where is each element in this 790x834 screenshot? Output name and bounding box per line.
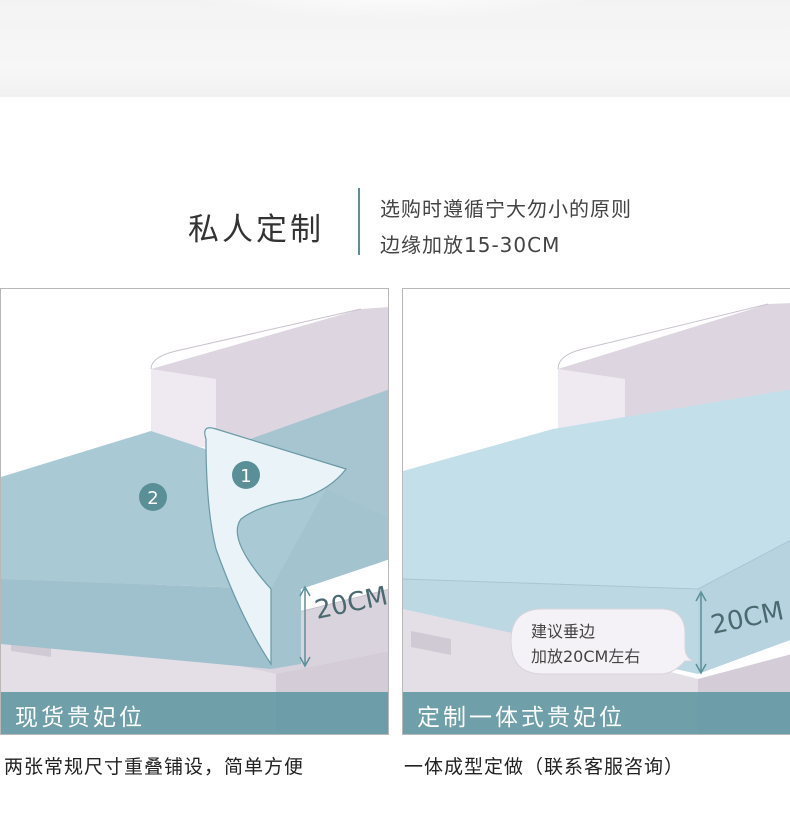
panel-standard: 20CM 1 2 现货贵妃位: [0, 288, 389, 735]
top-banner-image: [0, 0, 790, 97]
panel-custom: 20CM 建议垂边 加放20CM左右 定制一体式贵妃位: [402, 288, 790, 735]
title-divider: [358, 188, 360, 255]
subtitle-line-2: 边缘加放15-30CM: [380, 233, 561, 257]
caption-standard: 两张常规尺寸重叠铺设，简单方便: [4, 756, 305, 778]
banner-glow: [180, 0, 610, 20]
bubble-line-2: 加放20CM左右: [531, 647, 640, 666]
marker-1-label: 1: [240, 466, 251, 487]
panel-custom-label-text: 定制一体式贵妃位: [417, 705, 625, 731]
speech-bubble: [510, 608, 694, 675]
caption-custom: 一体成型定做（联系客服咨询）: [404, 756, 685, 778]
marker-2-label: 2: [147, 488, 158, 509]
panel-custom-label: 定制一体式贵妃位: [403, 692, 790, 734]
page-title: 私人定制: [188, 212, 324, 248]
marker-2: [139, 483, 167, 511]
subtitle-line-1: 选购时遵循宁大勿小的原则: [380, 197, 632, 221]
panel-standard-label-text: 现货贵妃位: [15, 705, 145, 731]
panel-standard-label: 现货贵妃位: [1, 692, 388, 734]
illustration-custom-cushion: 20CM 建议垂边 加放20CM左右: [403, 303, 790, 734]
bubble-line-1: 建议垂边: [531, 622, 595, 641]
marker-1: [232, 461, 260, 489]
illustration-standard-cushion: 20CM 1 2: [1, 307, 388, 734]
